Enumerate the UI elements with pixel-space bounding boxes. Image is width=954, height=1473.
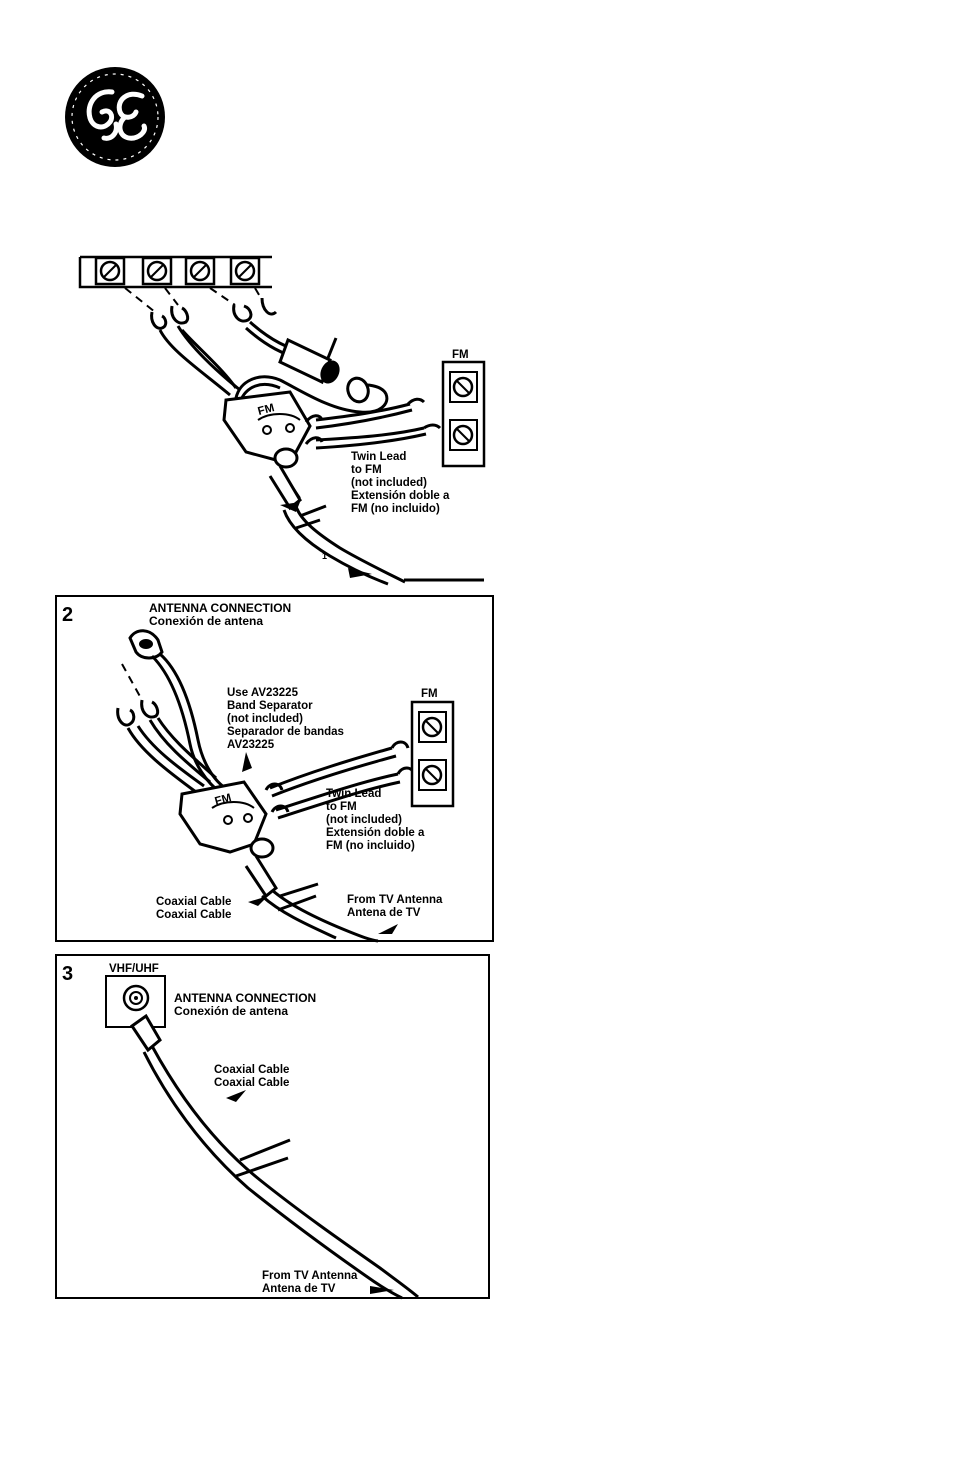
panel2-title: ANTENNA CONNECTION	[149, 601, 292, 615]
panel2-from-antenna-caption: From TV Antenna Antena de TV	[347, 894, 442, 920]
panel2-frame	[55, 595, 494, 942]
caption-line: Coaxial Cable	[156, 909, 232, 921]
caption-line: Extensión doble a	[351, 490, 450, 502]
caption-line: (not included)	[227, 713, 304, 725]
caption-line: Band Separator	[227, 700, 313, 712]
caption-line: Twin Lead	[326, 788, 382, 800]
panel3-title: ANTENNA CONNECTION	[174, 991, 317, 1005]
panel2-subtitle: Conexión de antena	[149, 614, 264, 628]
panel3-coaxial-caption: Coaxial Cable Coaxial Cable	[214, 1064, 289, 1090]
panel3-step-number: 3	[62, 963, 74, 985]
caption-line: Extensión doble a	[326, 827, 425, 839]
panel2-twin-lead-caption: Twin Lead to FM (not included) Extensión…	[326, 788, 424, 853]
caption-line: From TV Antenna	[262, 1270, 358, 1282]
caption-line: to FM	[326, 801, 357, 813]
caption-line: FM (no incluido)	[351, 503, 440, 515]
panel2-band-separator-caption: Use AV23225 Band Separator (not included…	[227, 687, 344, 752]
panel3-frame	[55, 954, 490, 1299]
panel1-fm-label: FM	[452, 349, 469, 361]
panel3-from-antenna-caption: From TV Antenna Antena de TV	[262, 1270, 357, 1296]
caption-line: Coaxial Cable	[214, 1064, 290, 1076]
caption-line: Use AV23225	[227, 687, 298, 699]
caption-line: (not included)	[351, 477, 428, 489]
panel2-fm-label: FM	[421, 688, 438, 700]
caption-line: Coaxial Cable	[214, 1077, 290, 1089]
panel2-step-number: 2	[62, 604, 74, 626]
panel3-subtitle: Conexión de antena	[174, 1004, 289, 1018]
caption-line: Separador de bandas	[227, 726, 344, 738]
terminal-screw-icon	[94, 256, 261, 286]
caption-line: From TV Antenna	[347, 894, 443, 906]
caption-line: FM (no incluido)	[326, 840, 415, 852]
caption-line: Antena de TV	[262, 1283, 336, 1295]
caption-line: Twin Lead	[351, 451, 407, 463]
caption-line: Coaxial Cable	[156, 896, 232, 908]
panel1-corner-mark: 1	[322, 551, 328, 561]
panel1-twin-lead-caption: Twin Lead to FM (not included) Extensión…	[351, 451, 449, 516]
panel3-jack-label: VHF/UHF	[109, 963, 159, 975]
caption-line: Antena de TV	[347, 907, 421, 919]
caption-line: to FM	[351, 464, 382, 476]
caption-line: AV23225	[227, 739, 275, 751]
coax-jack-icon	[122, 984, 150, 1012]
vhf-uhf-jack-box	[105, 975, 166, 1028]
caption-line: (not included)	[326, 814, 403, 826]
panel2-coaxial-caption: Coaxial Cable Coaxial Cable	[156, 896, 231, 922]
